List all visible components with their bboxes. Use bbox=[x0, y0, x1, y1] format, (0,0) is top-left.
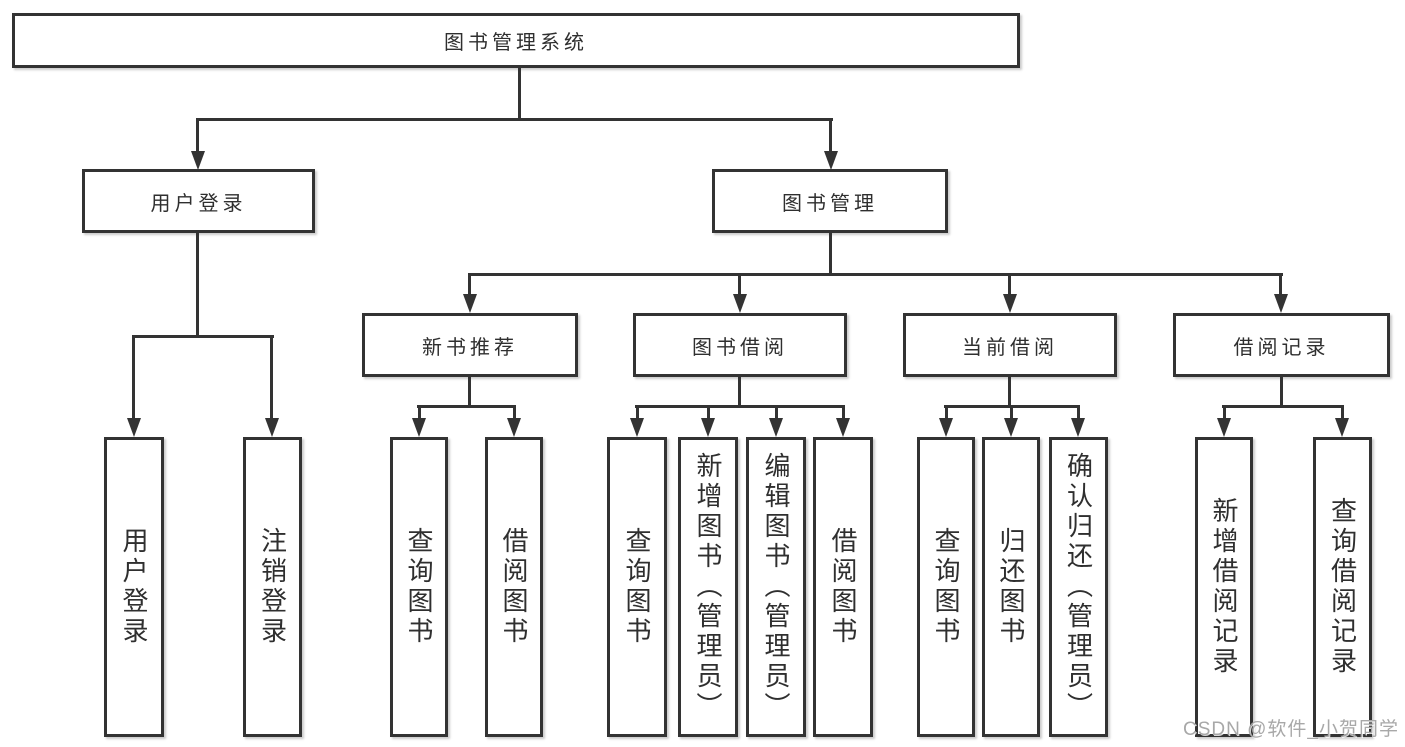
connector-borrowing-records-trunk bbox=[1280, 377, 1283, 407]
arrow-shaft-leaf bbox=[636, 405, 639, 420]
arrow-down-icon bbox=[191, 151, 205, 170]
leaf-user-login: 用户登录 bbox=[104, 437, 164, 737]
arrow-down-icon bbox=[1071, 418, 1085, 437]
arrow-shaft-leaf-user-login bbox=[132, 335, 135, 419]
node-current-borrowing: 当前借阅 bbox=[903, 313, 1117, 377]
arrow-down-icon bbox=[507, 418, 521, 437]
arrow-shaft-book-mgmt bbox=[829, 118, 832, 152]
leaf-query-books-borrowing: 查询图书 bbox=[607, 437, 667, 737]
node-label: 图书管理系统 bbox=[444, 32, 588, 54]
node-book-borrowing: 图书借阅 bbox=[633, 313, 847, 377]
leaf-label: 借阅图书 bbox=[828, 527, 858, 647]
leaf-label: 查询图书 bbox=[931, 527, 961, 647]
arrow-shaft-leaf bbox=[1341, 405, 1344, 420]
leaf-label: 新增图书（管理员） bbox=[693, 452, 723, 722]
leaf-label: 注销登录 bbox=[257, 527, 288, 647]
arrow-down-icon bbox=[630, 418, 644, 437]
connector-user-login-branch bbox=[132, 335, 274, 338]
arrow-shaft-borrowing-records bbox=[1279, 273, 1282, 295]
arrow-shaft-leaf bbox=[418, 405, 421, 420]
node-label: 借阅记录 bbox=[1233, 336, 1330, 359]
arrow-shaft-leaf-logout bbox=[270, 335, 273, 419]
leaf-label: 查询图书 bbox=[622, 527, 652, 647]
csdn-watermark: CSDN @软件_小贺同学 bbox=[1183, 719, 1399, 740]
arrow-down-icon bbox=[412, 418, 426, 437]
arrow-shaft-leaf bbox=[775, 405, 778, 420]
arrow-down-icon bbox=[1004, 418, 1018, 437]
arrow-down-icon bbox=[1217, 418, 1231, 437]
leaf-query-books-recommend: 查询图书 bbox=[390, 437, 448, 737]
arrow-down-icon bbox=[836, 418, 850, 437]
arrow-shaft-current-borrowing bbox=[1008, 273, 1011, 295]
node-library-management-system: 图书管理系统 bbox=[12, 13, 1020, 68]
arrow-shaft-user-login bbox=[196, 118, 199, 152]
connector-book-mgmt-trunk bbox=[829, 233, 832, 275]
arrow-down-icon bbox=[1335, 418, 1349, 437]
arrow-shaft-book-borrowing bbox=[738, 273, 741, 295]
leaf-query-books-current: 查询图书 bbox=[917, 437, 975, 737]
arrow-down-icon bbox=[701, 418, 715, 437]
arrow-down-icon bbox=[824, 151, 838, 170]
leaf-label: 查询图书 bbox=[404, 527, 434, 647]
leaf-label: 新增借阅记录 bbox=[1209, 497, 1239, 677]
leaf-query-borrow-record: 查询借阅记录 bbox=[1313, 437, 1372, 737]
connector-new-book-rec-branch bbox=[417, 405, 516, 408]
arrow-shaft-leaf bbox=[945, 405, 948, 420]
arrow-shaft-new-book-rec bbox=[468, 273, 471, 295]
connector-root-trunk bbox=[518, 68, 521, 118]
node-label: 用户登录 bbox=[150, 192, 247, 215]
leaf-label: 编辑图书（管理员） bbox=[761, 452, 791, 722]
leaf-label: 用户登录 bbox=[119, 527, 149, 647]
node-new-book-recommendation: 新书推荐 bbox=[362, 313, 578, 377]
leaf-logout: 注销登录 bbox=[243, 437, 302, 737]
leaf-label: 确认归还（管理员） bbox=[1063, 452, 1094, 722]
leaf-add-books-admin: 新增图书（管理员） bbox=[678, 437, 738, 737]
connector-level1-branch bbox=[197, 118, 833, 121]
arrow-shaft-leaf bbox=[707, 405, 710, 420]
leaf-label: 借阅图书 bbox=[499, 527, 529, 647]
node-label: 新书推荐 bbox=[422, 336, 518, 359]
node-label: 当前借阅 bbox=[962, 336, 1058, 359]
arrow-down-icon bbox=[1274, 294, 1288, 313]
connector-book-borrowing-trunk bbox=[738, 377, 741, 407]
leaf-add-borrow-record: 新增借阅记录 bbox=[1195, 437, 1253, 737]
leaf-label: 查询借阅记录 bbox=[1327, 497, 1358, 677]
arrow-shaft-leaf bbox=[1010, 405, 1013, 420]
connector-book-borrowing-branch bbox=[635, 405, 845, 408]
node-label: 图书借阅 bbox=[692, 336, 788, 359]
leaf-edit-books-admin: 编辑图书（管理员） bbox=[746, 437, 806, 737]
arrow-down-icon bbox=[939, 418, 953, 437]
connector-new-book-rec-trunk bbox=[468, 377, 471, 407]
connector-current-borrowing-trunk bbox=[1008, 377, 1011, 407]
arrow-down-icon bbox=[463, 294, 477, 313]
node-book-management: 图书管理 bbox=[712, 169, 948, 233]
arrow-down-icon bbox=[127, 418, 141, 437]
leaf-return-books: 归还图书 bbox=[982, 437, 1040, 737]
node-label: 图书管理 bbox=[782, 192, 878, 215]
leaf-label: 归还图书 bbox=[996, 527, 1026, 647]
arrow-down-icon bbox=[1003, 294, 1017, 313]
node-user-login: 用户登录 bbox=[82, 169, 315, 233]
node-borrowing-records: 借阅记录 bbox=[1173, 313, 1390, 377]
arrow-shaft-leaf bbox=[513, 405, 516, 420]
arrow-down-icon bbox=[733, 294, 747, 313]
leaf-borrow-books: 借阅图书 bbox=[813, 437, 873, 737]
arrow-down-icon bbox=[265, 418, 279, 437]
connector-level2-branch bbox=[468, 273, 1283, 276]
leaf-borrow-books-recommend: 借阅图书 bbox=[485, 437, 543, 737]
arrow-down-icon bbox=[769, 418, 783, 437]
arrow-shaft-leaf bbox=[1223, 405, 1226, 420]
leaf-confirm-return-admin: 确认归还（管理员） bbox=[1049, 437, 1108, 737]
connector-user-login-trunk bbox=[196, 233, 199, 335]
connector-borrowing-records-branch bbox=[1222, 405, 1344, 408]
arrow-shaft-leaf bbox=[842, 405, 845, 420]
arrow-shaft-leaf bbox=[1077, 405, 1080, 420]
